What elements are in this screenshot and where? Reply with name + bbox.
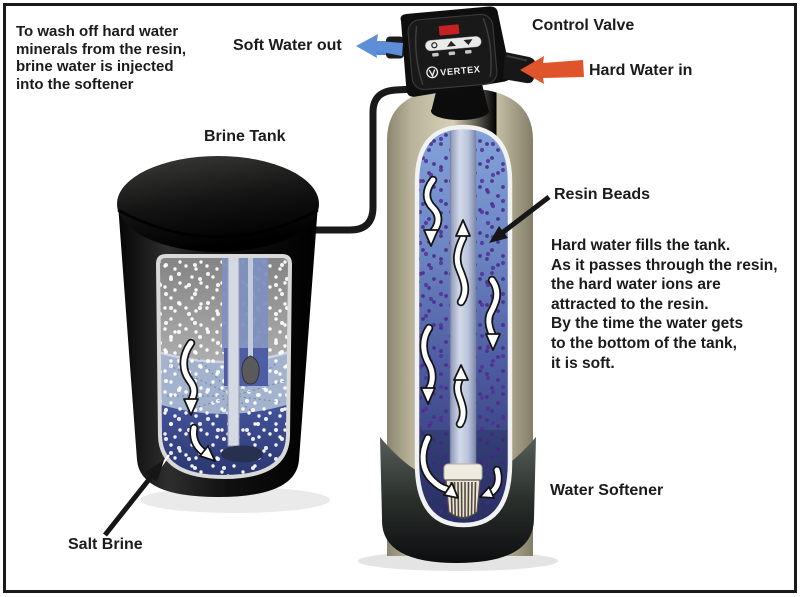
brine-tank-lid	[117, 156, 319, 252]
brine-pickup-tube	[227, 256, 240, 447]
brine-flow-arrows	[179, 338, 216, 462]
process-description: Hard water fills the tank. As it passes …	[551, 237, 778, 372]
float-rod	[248, 256, 253, 362]
float-valve	[241, 355, 260, 385]
down-flow-arrow-icon	[423, 229, 439, 247]
strainer-collar	[443, 463, 483, 482]
regeneration-note: To wash off hard water minerals from the…	[16, 23, 187, 93]
softener-cutaway-interior	[417, 127, 510, 525]
corner-flow-arrow-icon	[443, 482, 459, 499]
brine-line-hose	[301, 83, 454, 234]
soft-water-out-arrow-icon	[356, 34, 403, 58]
hard-water-in-label: Hard Water in	[589, 62, 693, 79]
down-flow-arrow-icon	[420, 387, 436, 405]
water-flow-arrows	[418, 175, 503, 499]
control-valve: VERTEX	[376, 6, 536, 120]
intake-opening	[221, 445, 263, 463]
resin-beads-pointer	[489, 195, 551, 243]
inlet-port	[503, 52, 536, 84]
soft-water-out-label: Soft Water out	[233, 37, 342, 54]
brine-tank-label: Brine Tank	[204, 128, 286, 145]
salt-brine-label: Salt Brine	[68, 536, 143, 553]
resin-beads-label: Resin Beads	[554, 186, 651, 203]
platform-grid-lines	[166, 351, 289, 415]
up-flow-arrow-icon	[453, 364, 469, 381]
salt-brine-pointer	[103, 460, 164, 537]
up-flow-arrow-icon	[455, 219, 471, 237]
brine-tank	[117, 156, 319, 497]
softener-cutaway-rim	[414, 124, 513, 528]
down-flow-arrow-icon	[183, 398, 199, 416]
brine-cutaway-interior	[158, 256, 290, 477]
valve-small-markings	[432, 49, 472, 57]
clock-button-icon	[431, 42, 438, 49]
brand-name: VERTEX	[440, 64, 481, 78]
control-valve-label: Control Valve	[532, 17, 635, 34]
down-flow-arrow-icon	[485, 333, 501, 351]
valve-face: VERTEX	[407, 13, 498, 91]
water-softener-tank	[380, 88, 536, 563]
corner-flow-arrow-icon	[199, 445, 216, 462]
valve-display	[438, 24, 460, 36]
down-button-icon	[463, 39, 473, 46]
water-softener-label: Water Softener	[550, 482, 664, 499]
up-button-icon	[447, 40, 456, 47]
corner-flow-arrow-icon	[479, 486, 495, 499]
hard-water-in-arrow-icon	[520, 56, 584, 84]
brand-logo-icon	[426, 66, 439, 79]
brine-cutaway-rim	[155, 254, 293, 480]
